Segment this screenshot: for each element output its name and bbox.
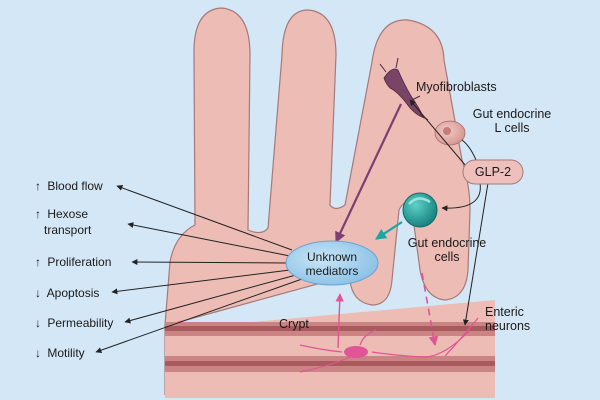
- arrow-hexose-transport: [127, 222, 291, 257]
- arrow-glp2-to-endocrine-cells: [441, 182, 481, 212]
- unknown-mediators-node: [285, 240, 379, 286]
- neuron-dashed-projection: [421, 272, 439, 346]
- arrow-blood-flow: [116, 185, 293, 251]
- arrow-myofibroblast-to-mediators: [335, 103, 402, 243]
- endocrine-cells-label-line2: cells: [434, 250, 459, 264]
- effect-motility: ↓ Motility: [35, 346, 85, 360]
- enteric-neurons-label-line1: Enteric: [485, 305, 524, 319]
- arrow-permeability: [124, 274, 297, 324]
- endocrine-cells-label-line1: Gut endocrine: [408, 236, 487, 250]
- effect-hexose-arrow: ↑: [35, 207, 41, 221]
- effect-proliferation-text: Proliferation: [47, 255, 111, 269]
- arrow-glp2-to-enteric-neurons: [462, 182, 489, 326]
- lamina-propria: [165, 300, 495, 398]
- effect-hexose-transport: ↑ Hexose: [35, 207, 88, 221]
- endocrine-cell-highlight: [408, 197, 431, 205]
- effect-motility-text: Motility: [47, 346, 84, 360]
- effect-motility-arrow: ↓: [35, 346, 41, 360]
- effect-apoptosis-arrow: ↓: [35, 286, 41, 300]
- effect-apoptosis-text: Apoptosis: [47, 286, 100, 300]
- l-cells-label-line2: L cells: [495, 121, 530, 135]
- effect-blood-flow-text: Blood flow: [47, 179, 103, 193]
- effect-apoptosis: ↓ Apoptosis: [35, 286, 99, 300]
- effects-list: ↑ Blood flow ↑ Hexose transport ↑ Prolif…: [35, 179, 113, 360]
- effect-blood-flow: ↑ Blood flow: [35, 179, 103, 193]
- mediators-label-line2: mediators: [306, 264, 359, 278]
- effect-permeability: ↓ Permeability: [35, 316, 113, 330]
- effect-blood-flow-arrow: ↑: [35, 179, 41, 193]
- effect-permeability-arrow: ↓: [35, 316, 41, 330]
- l-cells-label-line1: Gut endocrine: [473, 107, 552, 121]
- effect-proliferation-arrow: ↑: [35, 255, 41, 269]
- enteric-neuron: [299, 272, 479, 373]
- l-cell-nucleus: [443, 127, 451, 135]
- arrow-glp2-to-myofibroblast: [409, 99, 467, 167]
- glp2-node: [462, 159, 524, 185]
- effect-permeability-text: Permeability: [47, 316, 113, 330]
- neuron-cell-body: [344, 346, 368, 358]
- neuron-axon-up: [335, 293, 344, 349]
- myofibroblasts-label: Myofibroblasts: [416, 80, 497, 94]
- arrow-proliferation: [131, 259, 289, 266]
- enteric-neurons-label-line2: neurons: [485, 319, 530, 333]
- effect-hexose-text-line2: transport: [44, 223, 92, 237]
- effect-hexose-text-line1: Hexose: [47, 207, 88, 221]
- connector-lcell-glp2: [461, 139, 477, 161]
- arrow-apoptosis: [111, 269, 291, 295]
- effect-proliferation: ↑ Proliferation: [35, 255, 111, 269]
- effect-arrows: [95, 185, 303, 354]
- glp2-label: GLP-2: [475, 165, 511, 179]
- mediators-label-line1: Unknown: [307, 250, 357, 264]
- arrow-motility: [95, 278, 303, 354]
- crypt-label: Crypt: [279, 317, 309, 331]
- arrow-endocrine-to-mediators: [375, 221, 403, 240]
